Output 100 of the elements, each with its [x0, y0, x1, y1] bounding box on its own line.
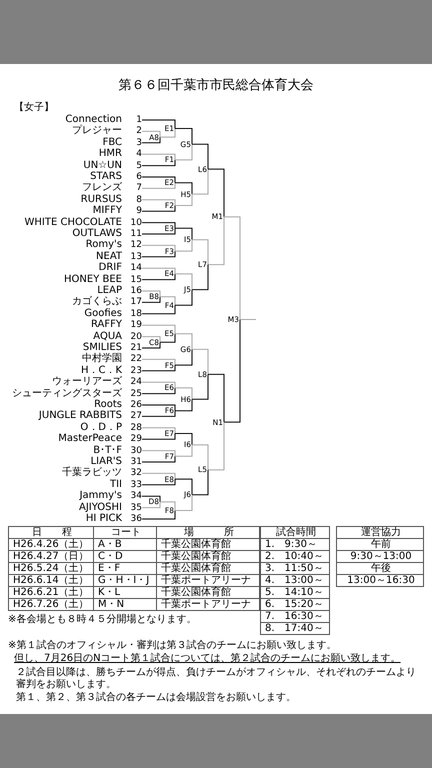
team-name: SMILIES — [82, 342, 122, 353]
team-name: JUNGLE RABBITS — [37, 410, 122, 422]
team-name: Goofies — [83, 308, 122, 320]
seed-number: 3 — [135, 136, 142, 149]
bracket-line — [142, 244, 176, 252]
header-cell: 場 所 — [156, 526, 260, 538]
seed-number: 5 — [135, 160, 142, 172]
bracket-line — [142, 268, 176, 274]
team-name: H．C．K — [80, 364, 122, 376]
seed-number: 30 — [130, 444, 142, 457]
table-cell: 千葉公園体育館 — [156, 538, 260, 550]
table-cell: 午後 — [336, 562, 424, 574]
bracket-line — [142, 410, 176, 417]
bracket-line — [142, 136, 160, 144]
note-text: ※各会場とも８時４５分開場となります。 — [8, 612, 196, 626]
team-name: Romy's — [84, 239, 122, 252]
bracket-line — [174, 228, 192, 240]
team-name: Connection — [64, 114, 122, 125]
table-cell: 4. 13:00～ — [260, 574, 330, 586]
team-name: 千葉ラビッツ — [61, 467, 122, 480]
seed-number: 15 — [130, 274, 142, 286]
bracket-line — [142, 496, 160, 502]
seed-number: 28 — [130, 422, 142, 434]
bracket-line — [142, 273, 176, 280]
note-text: 第１、第２、第３試合の各チームは会場設営をお願いします。 — [15, 692, 297, 704]
section-heading: 【女子】 — [14, 100, 54, 114]
seed-number: 31 — [130, 456, 142, 468]
table-cell: H26.4.27（日） — [8, 550, 94, 562]
table-cell: A・B — [94, 538, 156, 550]
bracket-line — [192, 239, 208, 266]
note-text: ※第１試合のオフィシャル・審判は第３試合のチームにお願い致します。 — [8, 640, 338, 652]
team-name: HI PICK — [84, 513, 122, 525]
table-cell: 5. 14:10～ — [260, 586, 330, 598]
seed-number: 12 — [130, 239, 142, 252]
table-cell: 千葉ポートアリーナ — [156, 598, 260, 610]
bracket-line — [142, 205, 176, 212]
table-cell: 午前 — [336, 538, 424, 550]
bracket-line — [174, 239, 192, 252]
table-cell: 9:30～13:00 — [336, 550, 424, 562]
bracket-line — [224, 319, 240, 423]
bracket-line — [142, 472, 176, 480]
seed-number: 27 — [130, 410, 142, 422]
bracket-line — [142, 364, 176, 372]
header-cell: 日 程 — [8, 526, 94, 538]
bracket-line — [142, 222, 176, 229]
seed-number: 10 — [130, 216, 142, 229]
bracket-line — [142, 154, 176, 160]
seed-number: 25 — [130, 388, 142, 400]
team-name: HONEY BEE — [63, 274, 122, 286]
bracket-line — [208, 216, 224, 266]
team-name: O．D．P — [79, 422, 122, 434]
table-cell: 7. 16:30～ — [260, 610, 330, 622]
bracket-line — [240, 319, 256, 320]
bracket-line — [142, 182, 176, 189]
table-cell: M・N — [94, 598, 156, 610]
team-name: MIFFY — [92, 205, 122, 218]
seed-number: 19 — [130, 319, 142, 332]
team-name: MasterPeace — [57, 433, 122, 446]
bracket-line — [142, 387, 176, 394]
table-cell: 8. 17:40～ — [260, 622, 330, 634]
team-name: Roots — [93, 399, 122, 410]
team-name: LIAR'S — [90, 456, 122, 467]
bracket-line — [142, 358, 176, 366]
bracket-line — [142, 250, 176, 258]
seed-number: 16 — [130, 285, 142, 297]
bracket-line — [224, 216, 240, 320]
bracket-line — [160, 128, 176, 138]
team-name: カゴくらぶ — [71, 296, 122, 308]
bracket-line — [208, 422, 224, 470]
bracket-line — [174, 333, 192, 350]
team-name: 中村学園 — [81, 353, 122, 366]
team-name: ウォーリアーズ — [51, 376, 122, 388]
seed-number: 11 — [130, 228, 142, 240]
bracket-line — [192, 264, 208, 290]
table-cell: 1. 9:30～ — [260, 538, 330, 550]
team-name: TII — [108, 478, 122, 490]
bracket-line — [174, 348, 192, 366]
bracket-line — [174, 398, 192, 412]
bracket-line — [142, 199, 176, 206]
title: 第６６回千葉市市民総合体育大会 — [118, 76, 314, 94]
seed-number: 6 — [135, 171, 142, 183]
bracket-line — [174, 194, 192, 206]
bracket-line — [142, 404, 176, 412]
team-name: シューティングスターズ — [11, 388, 122, 400]
seed-number: 24 — [130, 376, 142, 388]
bracket-line — [142, 176, 176, 184]
bracket-line — [174, 273, 192, 290]
bracket-line — [142, 130, 160, 138]
seed-number: 14 — [130, 262, 142, 274]
bracket-line — [174, 494, 192, 511]
team-name: プレジャー — [71, 125, 122, 138]
team-name: WHITE CHOCOLATE — [24, 216, 122, 228]
header-cell: 運営協力 — [336, 526, 424, 538]
team-name: RAFFY — [90, 319, 122, 332]
bracket-line — [142, 228, 176, 234]
bracket-line — [142, 336, 160, 343]
team-name: RURSUS — [80, 194, 122, 206]
table-cell: H26.4.26（土） — [8, 538, 94, 550]
bracket-line — [174, 289, 192, 306]
bracket-line — [174, 128, 192, 145]
